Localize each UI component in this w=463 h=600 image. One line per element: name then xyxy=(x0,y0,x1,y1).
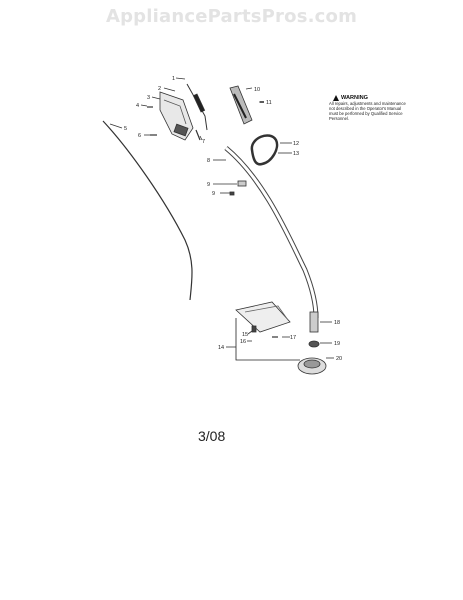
callout-number: 15 xyxy=(242,332,248,338)
callout-number: 6 xyxy=(138,133,141,139)
callout-number: 12 xyxy=(293,141,299,147)
callout-number: 17 xyxy=(290,335,296,341)
callout-number: 7 xyxy=(202,139,205,145)
warning-icon xyxy=(333,95,339,101)
spool-retainer-part xyxy=(308,340,320,348)
loop-handle-part xyxy=(250,134,279,166)
drive-head-part xyxy=(309,311,319,333)
callout-number: 5 xyxy=(124,126,127,132)
callout-number: 4 xyxy=(136,103,139,109)
callout-number: 14 xyxy=(218,345,224,351)
callout-number: 8 xyxy=(207,158,210,164)
callout-number: 16 xyxy=(240,339,246,345)
callout-number: 9 xyxy=(212,191,215,197)
callout-number: 13 xyxy=(293,151,299,157)
main-shaft-part xyxy=(224,146,319,319)
callout-number: 10 xyxy=(254,87,260,93)
callout-number: 9 xyxy=(207,182,210,188)
warning-title: WARNING xyxy=(341,95,369,101)
date-code: 3/08 xyxy=(198,428,226,444)
warning-text: All repairs, adjustments and maintenance… xyxy=(329,101,406,121)
callout-number: 11 xyxy=(266,100,272,106)
clamp-part xyxy=(237,180,247,187)
callout-number: 20 xyxy=(336,356,342,362)
callout-number: 18 xyxy=(334,320,340,326)
shield-part xyxy=(235,301,291,333)
site-watermark: AppliancePartsPros.com xyxy=(105,6,358,27)
assist-handle-part xyxy=(229,85,253,125)
callout-number: 2 xyxy=(158,86,161,92)
callout-number: 3 xyxy=(147,95,150,101)
callout-number: 19 xyxy=(334,341,340,347)
throttle-cable-part xyxy=(186,83,208,131)
drive-shaft-part xyxy=(102,120,193,301)
callout-number: 1 xyxy=(172,76,175,82)
